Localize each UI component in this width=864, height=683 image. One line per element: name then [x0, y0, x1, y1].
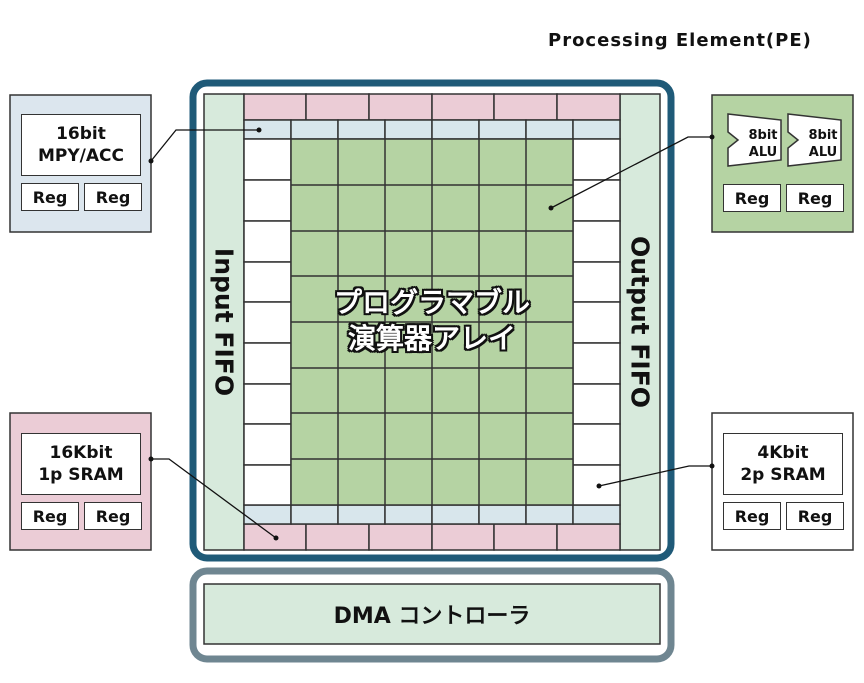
- mpy-reg-1: Reg: [21, 183, 79, 211]
- diagram-title: Processing Element(PE): [548, 30, 812, 51]
- sram1-reg-1: Reg: [21, 502, 79, 530]
- alu-shape-2: [787, 113, 842, 167]
- array-label: プログラマブル 演算器アレイ: [290, 285, 574, 357]
- connector-dots: [148, 127, 715, 541]
- array-label-line1: プログラマブル: [333, 286, 530, 319]
- alu2-line2: ALU: [809, 145, 837, 160]
- sram1-reg-2: Reg: [84, 502, 142, 530]
- bottom-pink-row: [243, 523, 621, 551]
- alu1-line2: ALU: [749, 145, 777, 160]
- output-fifo-label: Output FIFO: [625, 235, 655, 409]
- connector-lines: [150, 129, 712, 539]
- alu-reg-1: Reg: [723, 184, 781, 212]
- mpy-acc-box: 16bit MPY/ACC: [21, 114, 141, 176]
- sram-4kbit-box: 4Kbit 2p SRAM: [723, 433, 843, 495]
- right-white-cells: [572, 138, 621, 506]
- alu-reg-2: Reg: [786, 184, 844, 212]
- array-label-line2: 演算器アレイ: [347, 322, 516, 355]
- sram2-reg-1: Reg: [723, 502, 781, 530]
- alu1-line1: 8bit: [748, 128, 777, 143]
- sram-16kbit-box: 16Kbit 1p SRAM: [21, 433, 141, 495]
- sram2-reg-2: Reg: [786, 502, 844, 530]
- dma-box: [203, 583, 661, 645]
- dma-label: DMA コントローラ: [333, 604, 531, 629]
- left-white-cells: [243, 138, 292, 506]
- bottom-blue-row: [243, 504, 621, 525]
- alu-shape-1: [727, 113, 782, 167]
- input-fifo-label: Input FIFO: [209, 247, 239, 397]
- mpy-reg-2: Reg: [84, 183, 142, 211]
- green-array-grid: [290, 138, 574, 506]
- alu2-line1: 8bit: [808, 128, 837, 143]
- top-pink-row: [243, 93, 621, 121]
- top-blue-row: [243, 119, 621, 140]
- input-fifo-column: [203, 93, 245, 551]
